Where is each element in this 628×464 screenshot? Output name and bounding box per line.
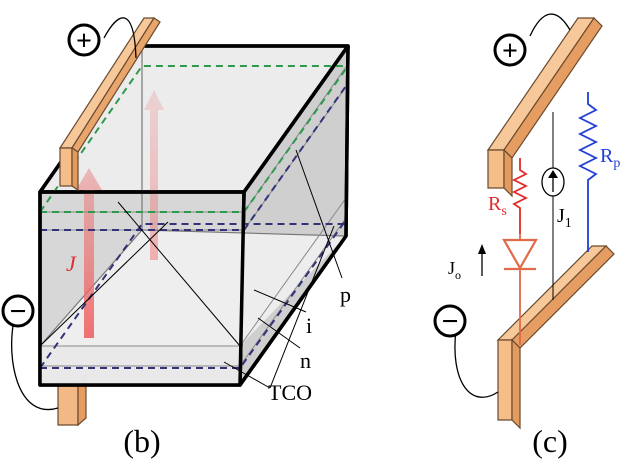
top-electrode-c bbox=[486, 17, 603, 198]
top-electrode-b bbox=[58, 17, 161, 192]
panel-c-caption: (c) bbox=[532, 423, 568, 459]
label-pointers-b bbox=[223, 149, 343, 389]
panel-c: + − bbox=[433, 13, 620, 459]
j1-label: J1 bbox=[557, 205, 572, 231]
svg-text:+: + bbox=[502, 36, 518, 67]
tco-label: TCO bbox=[268, 380, 312, 405]
jo-label: Jo bbox=[448, 258, 461, 282]
positive-wire-c bbox=[529, 13, 571, 37]
negative-wire-b bbox=[11, 319, 59, 411]
svg-text:−: − bbox=[9, 295, 26, 328]
negative-terminal-c: − bbox=[433, 304, 467, 338]
current-label-b: J bbox=[66, 251, 77, 276]
bottom-electrode-c bbox=[496, 245, 615, 430]
shunt-resistor bbox=[577, 92, 599, 252]
current-source bbox=[541, 112, 565, 300]
rp-label: Rp bbox=[600, 145, 620, 171]
p-layer-label: p bbox=[340, 282, 351, 307]
positive-terminal-c: + bbox=[493, 33, 527, 67]
panel-b: + − J p i n TCO (b) bbox=[1, 17, 351, 459]
rs-label: Rs bbox=[488, 193, 507, 219]
i-layer-label: i bbox=[306, 313, 312, 338]
n-layer-label: n bbox=[300, 348, 311, 373]
panel-b-caption: (b) bbox=[123, 423, 160, 459]
series-resistor bbox=[511, 158, 529, 234]
svg-text:+: + bbox=[76, 26, 92, 57]
positive-terminal-b: + bbox=[67, 23, 101, 57]
positive-wire-b bbox=[103, 17, 137, 59]
diode bbox=[502, 234, 538, 345]
current-arrows bbox=[76, 90, 164, 338]
svg-text:−: − bbox=[441, 305, 458, 338]
negative-terminal-b: − bbox=[1, 294, 35, 328]
jo-arrow bbox=[478, 244, 486, 276]
negative-wire-c bbox=[454, 329, 499, 398]
